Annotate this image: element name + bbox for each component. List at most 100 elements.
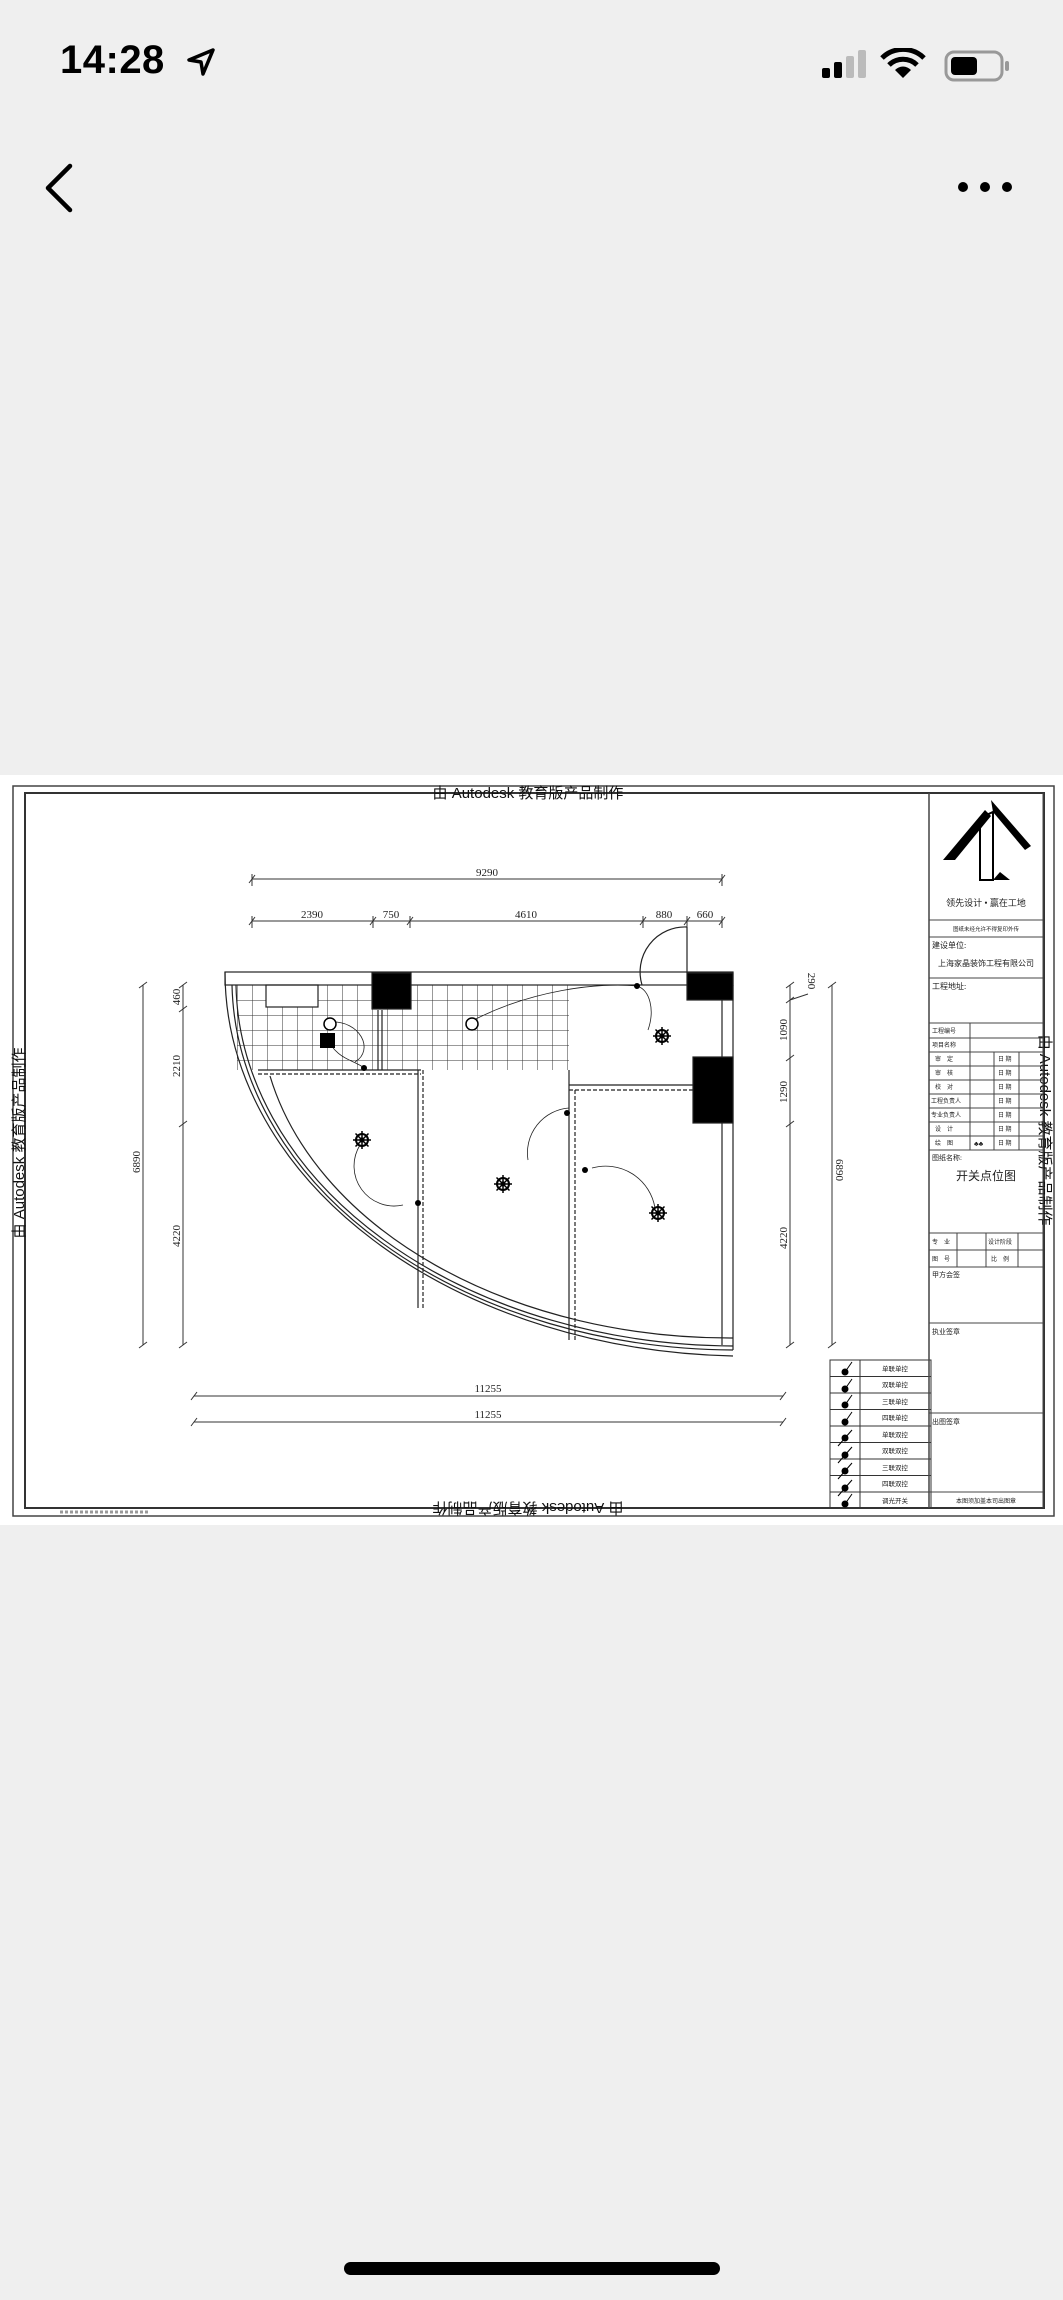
copyright-notice: 图纸未经允许不得复印外传 — [953, 925, 1020, 933]
date-label: 日 期 — [998, 1097, 1012, 1105]
switch-icon — [415, 1200, 421, 1206]
dim-left-2: 2210 — [171, 1055, 183, 1078]
exhaust-fan-icon — [320, 1033, 335, 1048]
ceiling-light-icon — [323, 1017, 337, 1031]
dim-left-3: 4220 — [171, 1225, 183, 1248]
legend-label: 双联双控 — [882, 1446, 909, 1455]
row-label: 设 计 — [935, 1125, 953, 1133]
inner-frame — [24, 792, 1045, 1509]
dim-right-1: 290 — [805, 973, 817, 990]
license-seal-label: 执业签章 — [932, 1327, 960, 1336]
date-label: 日 期 — [998, 1139, 1012, 1147]
legend-symbols — [837, 1361, 853, 1508]
status-time: 14:28 — [60, 38, 165, 82]
row-label: 工程负责人 — [931, 1097, 961, 1105]
date-label: 日 期 — [998, 1111, 1012, 1119]
date-label: 日 期 — [998, 1055, 1012, 1063]
title-block — [928, 793, 1044, 1508]
number-label: 图 号 — [932, 1256, 950, 1263]
row-label: 校 对 — [935, 1083, 953, 1091]
switch-legend — [829, 1359, 932, 1509]
ceiling-light-icon — [465, 1017, 479, 1031]
scale-label: 比 例 — [991, 1255, 1009, 1263]
phase-label: 设计阶段 — [988, 1238, 1012, 1246]
switch-icon — [564, 1110, 570, 1116]
wifi-icon — [880, 48, 926, 78]
back-button[interactable] — [40, 160, 80, 216]
client-sign-label: 甲方会签 — [932, 1270, 960, 1279]
drawing-name: 开关点位图 — [956, 1168, 1016, 1183]
lamp-icon — [652, 1026, 672, 1046]
lamp-icon — [493, 1174, 513, 1194]
lamp-icon — [352, 1130, 372, 1150]
dim-top-1: 2390 — [301, 909, 324, 921]
dim-left-overall: 6890 — [131, 1151, 143, 1174]
client-label: 建设单位: — [932, 940, 966, 950]
row-label: 审 核 — [935, 1069, 953, 1077]
legend-label: 四联单控 — [882, 1413, 909, 1422]
drawing-name-label: 图纸名称: — [932, 1153, 962, 1162]
bottom-dimensions — [190, 1391, 787, 1427]
dim-left-1: 460 — [171, 988, 183, 1005]
left-dimensions — [138, 981, 188, 1349]
row-label: 项目名称 — [932, 1041, 956, 1049]
dim-top-2: 750 — [383, 909, 400, 921]
dim-right-2: 1090 — [778, 1019, 790, 1042]
right-dimensions — [785, 981, 837, 1349]
floor-plan — [224, 926, 734, 1357]
row-label: 绘 图 — [935, 1139, 953, 1147]
column — [692, 1056, 734, 1124]
watermark-bottom: 由 Autodesk 教育版产品制作 — [433, 1499, 624, 1516]
dim-bottom-2: 11255 — [474, 1409, 502, 1421]
watermark-left: 由 Autodesk 教育版产品制作 — [11, 1048, 28, 1239]
column — [371, 972, 412, 1010]
dim-top-4: 880 — [656, 909, 673, 921]
major-label: 专 业 — [932, 1238, 950, 1246]
legend-label: 三联单控 — [882, 1397, 909, 1406]
row-label: 专业负责人 — [931, 1111, 961, 1119]
row-label: 审 定 — [935, 1055, 953, 1063]
fixtures — [320, 983, 672, 1223]
slogan: 领先设计 • 赢在工地 — [946, 897, 1026, 908]
cad-drawing-sheet[interactable]: 由 Autodesk 教育版产品制作 由 Autodesk 教育版产品制作 由 … — [0, 775, 1063, 1525]
switch-icon — [582, 1167, 588, 1173]
dim-top-5: 660 — [697, 909, 714, 921]
dim-top-3: 4610 — [515, 909, 538, 921]
switch-icon — [634, 983, 640, 989]
watermark-right: 由 Autodesk 教育版产品制作 — [1036, 1035, 1053, 1226]
client-name: 上海家晶装饰工程有限公司 — [938, 958, 1034, 968]
dim-right-4: 4220 — [778, 1227, 790, 1250]
legend-label: 调光开关 — [882, 1496, 909, 1505]
address-label: 工程地址: — [932, 981, 966, 991]
date-label: 日 期 — [998, 1125, 1012, 1133]
legend-label: 单联单控 — [882, 1364, 909, 1373]
column — [686, 972, 734, 1001]
legend-label: 四联双控 — [882, 1479, 909, 1488]
date-label: 日 期 — [998, 1069, 1012, 1077]
legend-label: 双联单控 — [882, 1380, 909, 1389]
signature-stamp: ♣♣ — [974, 1140, 984, 1148]
legend-labels: 单联单控 双联单控 三联单控 四联单控 单联双控 双联双控 三联双控 四联双控 … — [882, 1364, 909, 1505]
home-indicator[interactable] — [344, 2262, 720, 2275]
footer-note: 本图须加盖本司出图章 — [956, 1497, 1016, 1505]
cellular-signal-icon — [822, 50, 866, 78]
battery-icon — [944, 50, 1009, 82]
dim-bottom-1: 11255 — [474, 1383, 502, 1395]
dim-right-3: 1290 — [778, 1081, 790, 1104]
floor-plan-drawing: 由 Autodesk 教育版产品制作 由 Autodesk 教育版产品制作 由 … — [11, 785, 1055, 1517]
dim-right-overall: 6890 — [833, 1159, 845, 1182]
top-dimensions — [248, 874, 726, 928]
legend-label: 单联双控 — [882, 1430, 909, 1439]
switch-icon — [361, 1065, 367, 1071]
date-label: 日 期 — [998, 1083, 1012, 1091]
location-arrow-icon — [187, 48, 215, 76]
outer-border — [12, 785, 1055, 1517]
dim-top-overall: 9290 — [476, 867, 499, 879]
lamp-icon — [648, 1203, 668, 1223]
issue-seal-label: 出图签章 — [932, 1417, 960, 1426]
more-options-button[interactable] — [955, 172, 1015, 202]
watermark-top: 由 Autodesk 教育版产品制作 — [433, 785, 624, 802]
row-label: 工程编号 — [932, 1027, 956, 1035]
company-logo — [943, 800, 1031, 881]
legend-label: 三联双控 — [882, 1463, 909, 1472]
